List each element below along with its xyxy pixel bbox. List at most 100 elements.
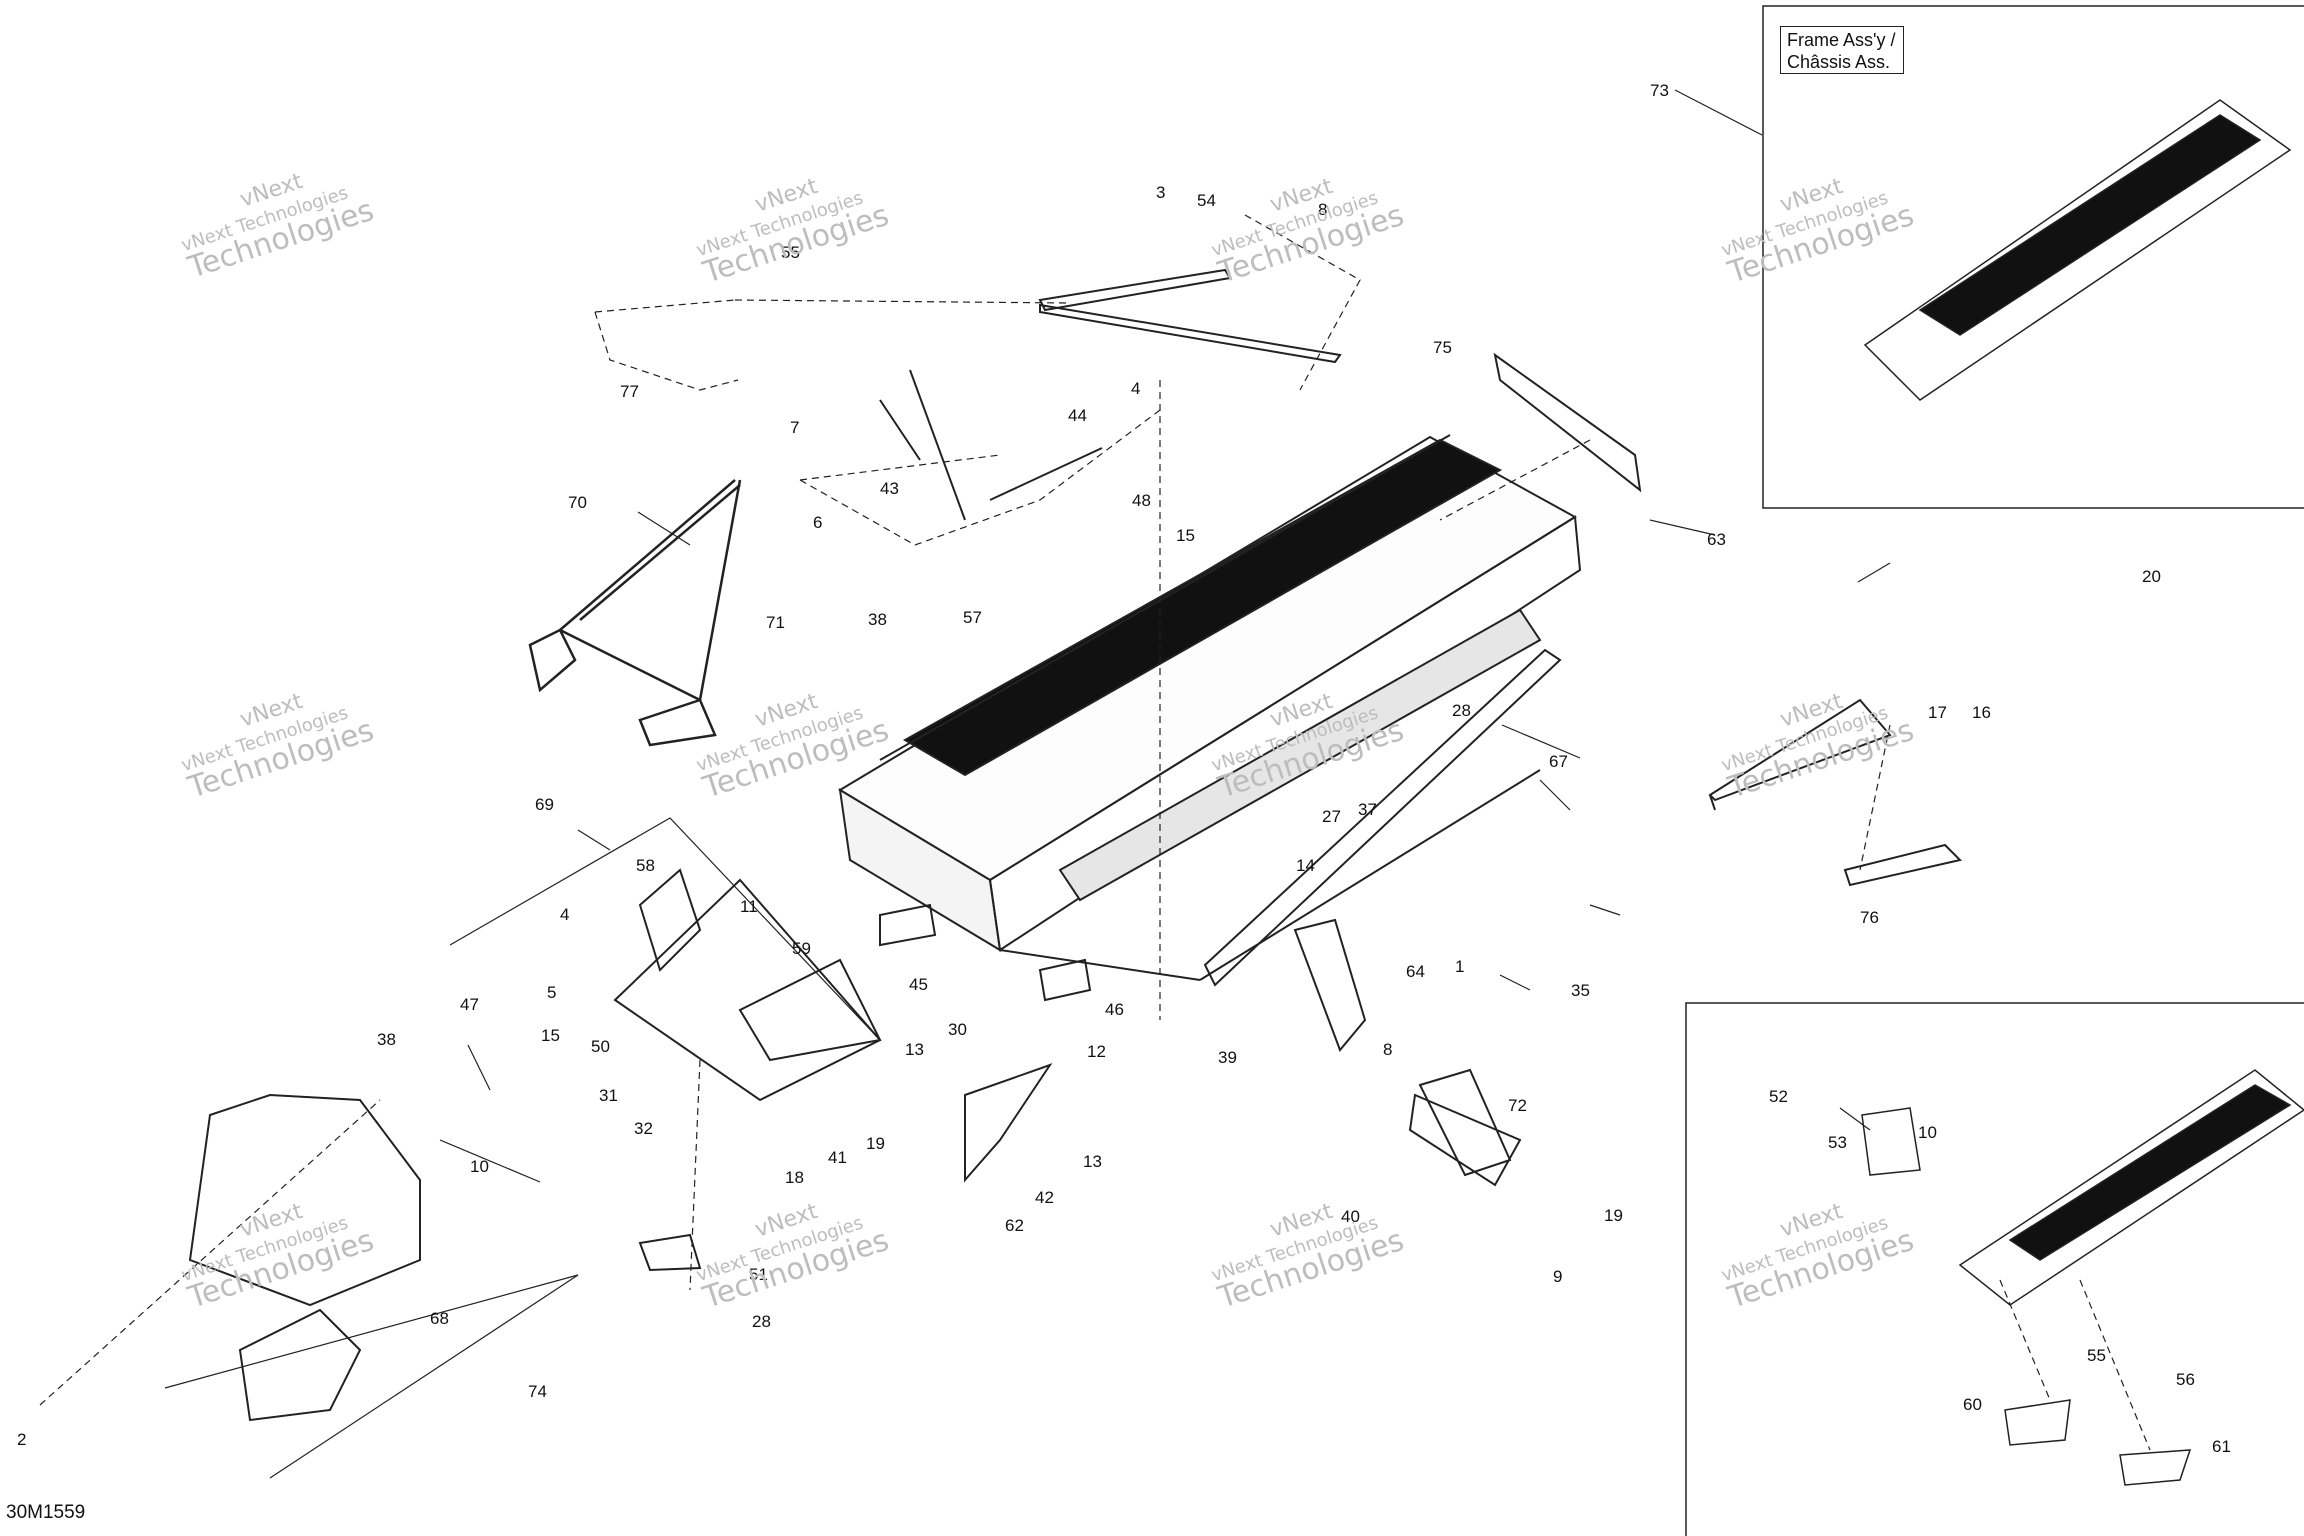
callout: 59 (792, 939, 811, 958)
watermark-group: vNext vNext Technologies Technologies vN… (179, 169, 1918, 1316)
callout: 51 (749, 1265, 768, 1284)
callout: 76 (1860, 908, 1879, 927)
callout: 8 (1318, 200, 1327, 219)
watermark-stamp: vNext vNext Technologies Technologies (694, 689, 893, 806)
callout: 35 (1571, 981, 1590, 1000)
front-support (528, 479, 742, 747)
watermark-stamp: vNext vNext Technologies Technologies (179, 1199, 378, 1316)
callout: 10 (470, 1157, 489, 1176)
callout: 17 (1928, 703, 1947, 722)
callout: 27 (1322, 807, 1341, 826)
side-rail (1203, 352, 1642, 987)
callout: 7 (790, 418, 799, 437)
callout: 19 (866, 1134, 885, 1153)
callout-labels: 1 2 3 4 4 5 6 7 8 8 9 10 10 11 12 13 13 … (17, 81, 2231, 1456)
watermark-stamp: vNext vNext Technologies Technologies (1719, 174, 1918, 291)
callout: 12 (1087, 1042, 1106, 1061)
callout: 19 (1604, 1206, 1623, 1225)
callout: 47 (460, 995, 479, 1014)
drawing-code: 30M1559 (6, 1502, 86, 1523)
callout: 30 (948, 1020, 967, 1039)
callout: 31 (599, 1086, 618, 1105)
right-parts (638, 698, 1962, 1272)
callout: 20 (2142, 567, 2161, 586)
watermark-stamp: vNext vNext Technologies Technologies (694, 1199, 893, 1316)
callout: 1 (1455, 957, 1464, 976)
callout: 32 (634, 1119, 653, 1138)
callout: 15 (1176, 526, 1195, 545)
callout-leader-lines (467, 89, 1891, 1131)
inset-caption-line2: Châssis Ass. (1787, 52, 1891, 72)
callout: 46 (1105, 1000, 1124, 1019)
callout: 4 (1131, 379, 1140, 398)
callout: 11 (740, 897, 758, 916)
callout: 39 (1218, 1048, 1237, 1067)
callout: 58 (636, 856, 655, 875)
callout: 41 (828, 1148, 847, 1167)
watermark-stamp: vNext vNext Technologies Technologies (1719, 1199, 1918, 1316)
callout: 50 (591, 1037, 610, 1056)
callout: 43 (880, 479, 899, 498)
callout: 5 (547, 983, 556, 1002)
upper-braces (879, 268, 1342, 521)
callout: 67 (1549, 752, 1568, 771)
callout: 55 (2087, 1346, 2106, 1365)
callout: 54 (1197, 191, 1216, 210)
callout: 61 (2212, 1437, 2231, 1456)
inset-caption-box: Frame Ass'y / Châssis Ass. (1780, 26, 1904, 74)
assembly-leaders (39, 214, 2151, 1451)
callout: 63 (1707, 530, 1726, 549)
callout: 72 (1508, 1096, 1527, 1115)
callout: 6 (813, 513, 822, 532)
watermark-stamp: vNext vNext Technologies Technologies (1209, 1199, 1408, 1316)
callout: 57 (963, 608, 982, 627)
callout: 48 (1132, 491, 1151, 510)
watermark-stamp: vNext vNext Technologies Technologies (179, 689, 378, 806)
callout: 64 (1406, 962, 1425, 981)
callout: 9 (1553, 1267, 1562, 1286)
callout: 44 (1068, 406, 1087, 425)
callout: 28 (1452, 701, 1471, 720)
callout: 13 (1083, 1152, 1102, 1171)
watermark-stamp: vNext vNext Technologies Technologies (1209, 689, 1408, 806)
callout: 70 (568, 493, 587, 512)
inset-sketches (1861, 99, 2304, 1486)
callout: 60 (1963, 1395, 1982, 1414)
callout: 62 (1005, 1216, 1024, 1235)
watermark-stamp: vNext vNext Technologies Technologies (694, 174, 893, 291)
callout: 13 (905, 1040, 924, 1059)
callout: 16 (1972, 703, 1991, 722)
callout: 74 (528, 1382, 547, 1401)
callout: 38 (377, 1030, 396, 1049)
callout: 42 (1035, 1188, 1054, 1207)
callout: 77 (620, 382, 639, 401)
group-outlines (164, 817, 881, 1479)
callout: 56 (2176, 1370, 2195, 1389)
callout: 45 (909, 975, 928, 994)
watermark-stamp: vNext vNext Technologies Technologies (1719, 689, 1918, 806)
callout: 38 (868, 610, 887, 629)
callout: 68 (430, 1309, 449, 1328)
callout: 14 (1296, 856, 1315, 875)
callout: 55 (781, 243, 800, 262)
callout: 53 (1828, 1133, 1847, 1152)
callout: 2 (17, 1430, 26, 1449)
callout: 52 (1769, 1087, 1788, 1106)
callout: 28 (752, 1312, 771, 1331)
callout: 10 (1918, 1123, 1937, 1142)
callout: 73 (1650, 81, 1669, 100)
callout: 37 (1358, 800, 1377, 819)
callout: 40 (1341, 1207, 1360, 1226)
callout: 8 (1383, 1040, 1392, 1059)
chassis-tunnel (838, 434, 1582, 981)
callout: 4 (560, 905, 569, 924)
inset-caption-line1: Frame Ass'y / (1787, 30, 1896, 50)
callout: 18 (785, 1168, 804, 1187)
watermark-stamp: vNext vNext Technologies Technologies (179, 169, 378, 286)
callout: 69 (535, 795, 554, 814)
front-bumper (188, 1093, 421, 1422)
inset-frame-assembly (1685, 5, 2304, 1536)
callout: 15 (541, 1026, 560, 1045)
